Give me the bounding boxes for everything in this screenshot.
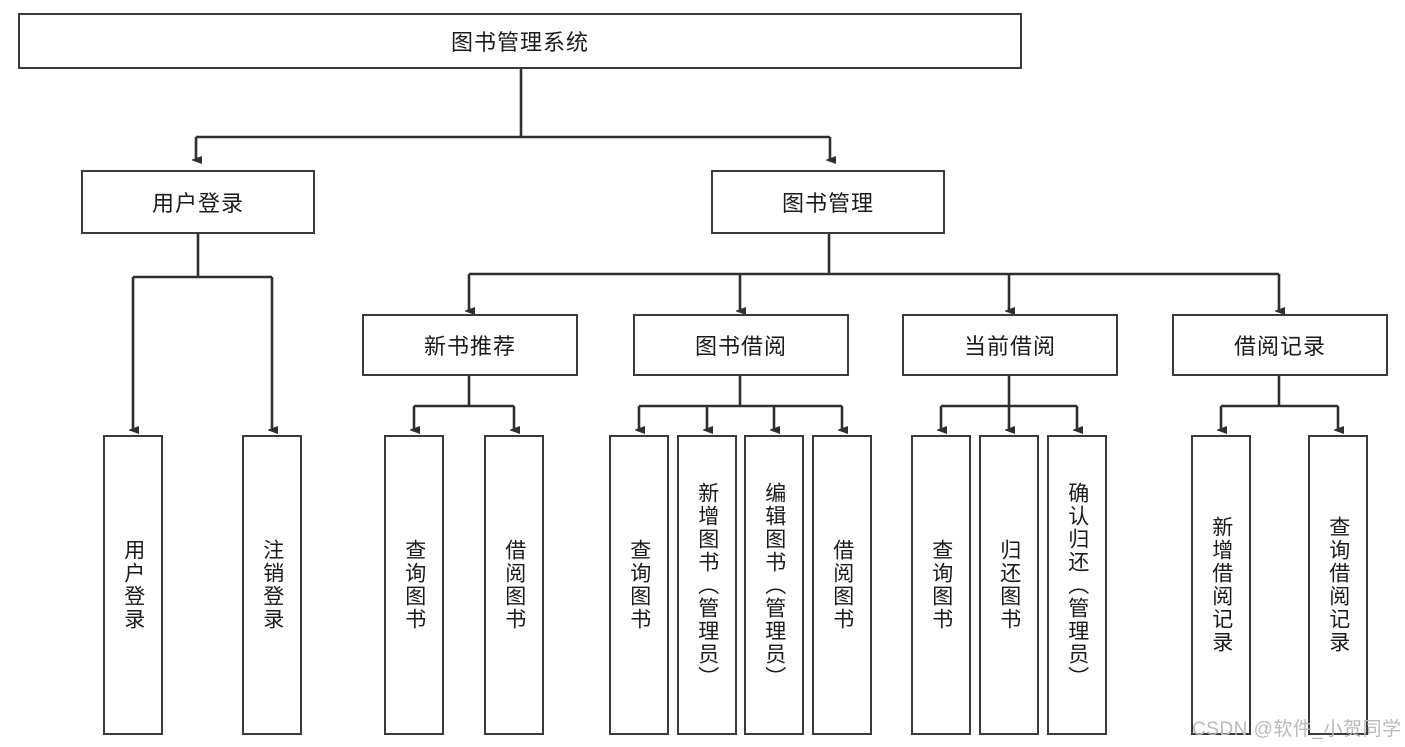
node-label: 用户登录	[151, 191, 244, 216]
node-label: 当前借阅	[963, 334, 1056, 359]
node-user-login[interactable]: 用户登录	[81, 170, 315, 234]
node-label: 查询借阅记录	[1326, 516, 1350, 654]
node-label: 新书推荐	[423, 334, 516, 359]
node-borrow-record[interactable]: 借阅记录	[1172, 314, 1388, 376]
leaf-user-login-logout[interactable]: 注销登录	[242, 435, 302, 735]
node-label: 新增图书（管理员）	[695, 481, 719, 689]
leaf-record-add-borrow-record[interactable]: 新增借阅记录	[1191, 435, 1251, 735]
leaf-record-query-borrow-record[interactable]: 查询借阅记录	[1308, 435, 1368, 735]
leaf-recommend-query-book[interactable]: 查询图书	[384, 435, 444, 735]
node-label: 查询图书	[402, 539, 426, 631]
node-label: 编辑图书（管理员）	[762, 481, 786, 689]
node-book-management[interactable]: 图书管理	[711, 170, 945, 234]
leaf-current-return-book[interactable]: 归还图书	[979, 435, 1039, 735]
node-label: 查询图书	[627, 539, 651, 631]
leaf-current-query-book[interactable]: 查询图书	[911, 435, 971, 735]
node-label: 注销登录	[260, 539, 284, 631]
node-label: 归还图书	[997, 539, 1021, 631]
node-root-book-management-system[interactable]: 图书管理系统	[18, 13, 1022, 69]
leaf-borrow-query-book[interactable]: 查询图书	[609, 435, 669, 735]
leaf-user-login-login[interactable]: 用户登录	[103, 435, 163, 735]
node-label: 图书管理	[781, 191, 874, 216]
node-label: 借阅图书	[502, 539, 526, 631]
leaf-borrow-add-book-admin[interactable]: 新增图书（管理员）	[677, 435, 737, 735]
node-label: 查询图书	[929, 539, 953, 631]
leaf-borrow-borrow-book[interactable]: 借阅图书	[812, 435, 872, 735]
node-label: 图书借阅	[694, 334, 787, 359]
watermark: CSDN @软件_小贺同学	[1192, 719, 1402, 740]
node-current-borrow[interactable]: 当前借阅	[902, 314, 1118, 376]
node-label: 借阅记录	[1233, 334, 1326, 359]
node-label: 确认归还（管理员）	[1065, 481, 1089, 689]
leaf-borrow-edit-book-admin[interactable]: 编辑图书（管理员）	[744, 435, 804, 735]
node-book-borrow[interactable]: 图书借阅	[633, 314, 849, 376]
node-label: 用户登录	[121, 539, 145, 631]
node-new-book-recommendation[interactable]: 新书推荐	[362, 314, 578, 376]
leaf-current-confirm-return-admin[interactable]: 确认归还（管理员）	[1047, 435, 1107, 735]
node-label: 新增借阅记录	[1209, 516, 1233, 654]
node-label: 图书管理系统	[450, 30, 589, 55]
node-label: 借阅图书	[830, 539, 854, 631]
leaf-recommend-borrow-book[interactable]: 借阅图书	[484, 435, 544, 735]
